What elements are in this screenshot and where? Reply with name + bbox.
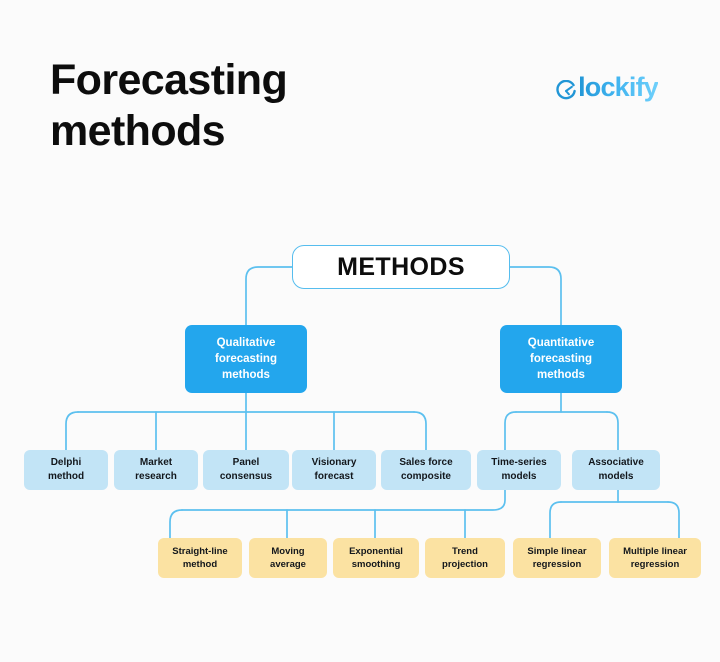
clockify-logo: lockify (555, 72, 659, 103)
node-delphi-method[interactable]: Delphi method (24, 450, 108, 490)
node-simple-linear-regression-label: Simple linear regression (527, 545, 587, 570)
node-market-research-label: Market research (135, 456, 177, 482)
node-market-research[interactable]: Market research (114, 450, 198, 490)
node-multiple-linear-regression-label: Multiple linear regression (623, 545, 687, 570)
node-qualitative-label: Qualitative forecasting methods (215, 336, 277, 382)
node-methods[interactable]: METHODS (292, 245, 510, 289)
node-qualitative-forecasting-methods[interactable]: Qualitative forecasting methods (185, 325, 307, 393)
node-time-series-models-label: Time-series models (491, 456, 547, 482)
node-methods-label: METHODS (337, 252, 465, 281)
clockify-clock-icon (555, 78, 577, 100)
clockify-wordmark: lockify (578, 72, 659, 102)
node-multiple-linear-regression[interactable]: Multiple linear regression (609, 538, 701, 578)
node-associative-models-label: Associative models (588, 456, 644, 482)
node-sales-force-composite-label: Sales force composite (399, 456, 453, 482)
node-sales-force-composite[interactable]: Sales force composite (381, 450, 471, 490)
node-time-series-models[interactable]: Time-series models (477, 450, 561, 490)
node-quantitative-label: Quantitative forecasting methods (527, 336, 595, 382)
node-straight-line-method[interactable]: Straight-line method (158, 538, 242, 578)
node-panel-consensus-label: Panel consensus (219, 456, 273, 482)
node-moving-average-label: Moving average (270, 545, 306, 570)
node-quantitative-forecasting-methods[interactable]: Quantitative forecasting methods (500, 325, 622, 393)
page-title: Forecasting methods (50, 56, 288, 155)
node-straight-line-method-label: Straight-line method (172, 545, 228, 570)
node-delphi-method-label: Delphi method (47, 456, 85, 482)
node-simple-linear-regression[interactable]: Simple linear regression (513, 538, 601, 578)
node-panel-consensus[interactable]: Panel consensus (203, 450, 289, 490)
node-associative-models[interactable]: Associative models (572, 450, 660, 490)
node-visionary-forecast[interactable]: Visionary forecast (292, 450, 376, 490)
node-exponential-smoothing[interactable]: Exponential smoothing (333, 538, 419, 578)
node-visionary-forecast-label: Visionary forecast (311, 456, 357, 482)
node-exponential-smoothing-label: Exponential smoothing (349, 545, 403, 570)
node-trend-projection-label: Trend projection (442, 545, 488, 570)
node-trend-projection[interactable]: Trend projection (425, 538, 505, 578)
node-moving-average[interactable]: Moving average (249, 538, 327, 578)
